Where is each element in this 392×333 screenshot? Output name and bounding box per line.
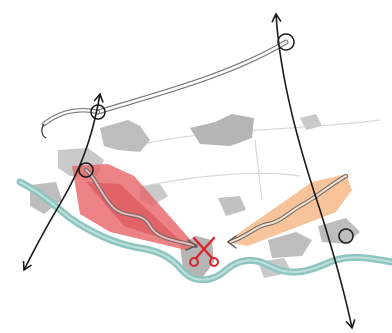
node-bottom-right: [338, 228, 354, 244]
road-b: [149, 172, 301, 186]
building-center-large: [190, 114, 254, 146]
node-top-left: [90, 104, 106, 120]
axis-west-top-hook: [41, 123, 47, 139]
path-top-arc: [95, 39, 289, 115]
scissors-icon: [189, 236, 219, 267]
arrow-into-cut-left: [185, 239, 198, 251]
axes: [22, 12, 356, 330]
road-c: [254, 139, 263, 201]
node-mid-left: [78, 162, 94, 178]
route-arrowheads: [185, 235, 237, 251]
building-southeast-1: [268, 232, 312, 258]
nodes: [78, 33, 354, 244]
building-center-small: [218, 196, 246, 216]
building-cluster-west: [100, 120, 150, 152]
path-top-arc-inner: [96, 40, 288, 114]
axis-west: [22, 92, 104, 272]
arrow-into-cut-right: [226, 235, 237, 249]
node-top-right: [277, 33, 295, 51]
axis-east: [271, 12, 356, 330]
